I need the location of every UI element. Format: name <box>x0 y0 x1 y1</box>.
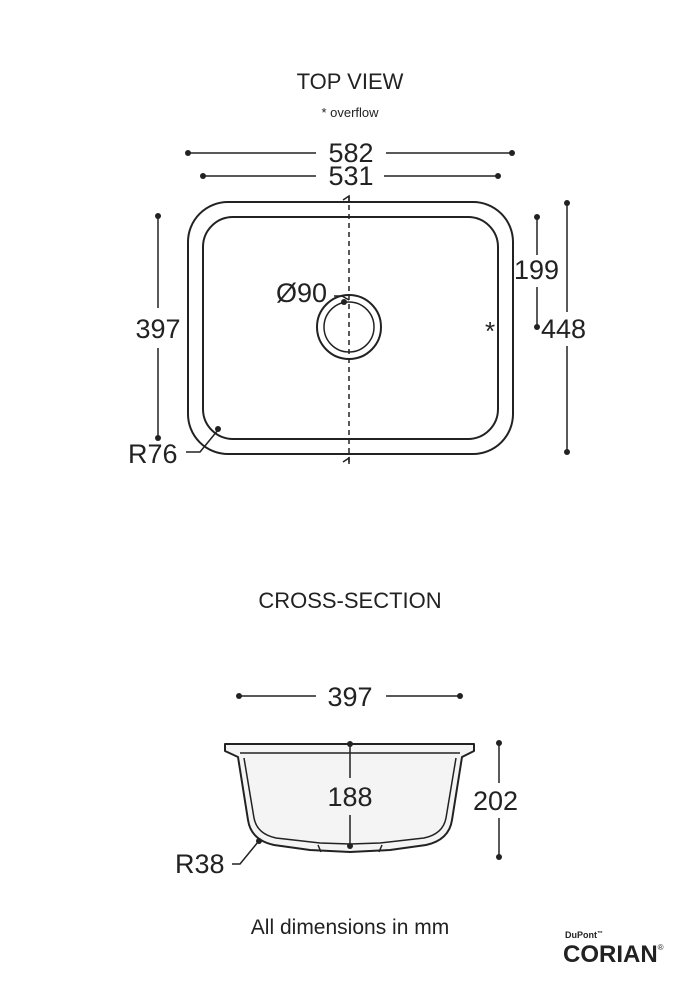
top-view-title: TOP VIEW <box>297 69 404 94</box>
leader-endpoint <box>341 299 347 305</box>
dimension-overall-depth: 448 <box>541 200 586 455</box>
dimension-endpoint <box>185 150 191 156</box>
brand-product-mark: ® <box>658 943 664 952</box>
dimension-endpoint <box>347 843 353 849</box>
dimension-section-depth: 188 <box>327 741 373 849</box>
dimension-endpoint <box>496 740 502 746</box>
dimension-section-width: 397 <box>236 682 463 712</box>
dimension-endpoint <box>534 214 540 220</box>
section-height-label: 202 <box>473 786 518 816</box>
section-depth-label: 188 <box>327 782 372 812</box>
dimension-endpoint <box>564 200 570 206</box>
brand-maker-mark: ™ <box>597 930 603 937</box>
dimension-endpoint <box>155 213 161 219</box>
dimension-endpoint <box>534 324 540 330</box>
leader-line <box>232 841 259 865</box>
dimension-endpoint <box>496 854 502 860</box>
top-view: TOP VIEW * overflow 582 531 <box>128 69 586 469</box>
leader-line <box>186 429 219 453</box>
inner-width-label: 531 <box>328 161 373 191</box>
leader-line <box>334 295 350 301</box>
dimension-endpoint <box>509 150 515 156</box>
corner-radius-label: R76 <box>128 439 178 469</box>
drain-section-mark <box>317 844 383 853</box>
dimension-endpoint <box>347 741 353 747</box>
sink-inner-bowl <box>202 216 499 440</box>
cross-section-title: CROSS-SECTION <box>258 588 441 613</box>
drain-outer-ring <box>316 294 382 360</box>
overall-width-label: 582 <box>328 138 373 168</box>
drain-inner-ring <box>323 301 375 353</box>
dimension-endpoint <box>495 173 501 179</box>
brand-logo: DuPont™ CORIAN® <box>563 930 664 968</box>
overflow-note: * overflow <box>321 105 379 120</box>
leader-endpoint <box>215 426 221 432</box>
sink-outer-rim <box>187 201 514 455</box>
dimension-endpoint <box>236 693 242 699</box>
centerline-end-mark <box>342 456 350 464</box>
leader-endpoint <box>256 838 262 844</box>
cross-section-view: CROSS-SECTION 397 188 202 <box>175 588 518 879</box>
overall-depth-label: 448 <box>541 314 586 344</box>
svg-text:CORIAN®: CORIAN® <box>563 941 664 968</box>
dimension-corner-radius: R76 <box>128 426 221 469</box>
dimension-endpoint <box>564 449 570 455</box>
dimension-inner-depth: 397 <box>135 213 181 441</box>
drain: Ø90 <box>276 278 382 360</box>
dimension-overflow-offset: 199 <box>514 214 559 330</box>
overflow-marker: * <box>485 316 495 346</box>
dimension-overall-width: 582 <box>185 138 515 168</box>
units-note: All dimensions in mm <box>251 916 449 939</box>
bottom-radius-label: R38 <box>175 849 225 879</box>
brand-maker: DuPont <box>565 930 597 940</box>
brand-product: CORIAN <box>563 941 658 968</box>
drain-diameter-label: Ø90 <box>276 278 327 308</box>
dimension-bottom-radius: R38 <box>175 838 262 879</box>
dimension-endpoint <box>200 173 206 179</box>
dimension-inner-width: 531 <box>200 161 501 191</box>
overflow-offset-label: 199 <box>514 255 559 285</box>
inner-depth-label: 397 <box>135 314 180 344</box>
dimension-endpoint <box>155 435 161 441</box>
centerline-end-mark <box>342 194 350 202</box>
svg-text:DuPont™: DuPont™ <box>565 930 603 940</box>
dimension-section-height: 202 <box>473 740 518 860</box>
dimension-endpoint <box>457 693 463 699</box>
section-width-label: 397 <box>327 682 372 712</box>
bowl-profile <box>224 743 475 853</box>
